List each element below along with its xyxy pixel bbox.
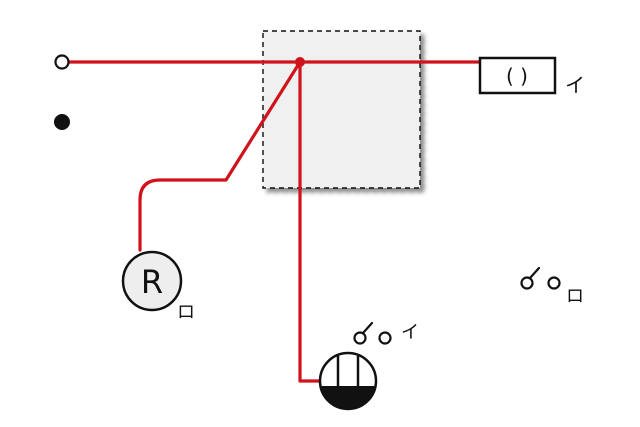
switch-i-contact-left xyxy=(353,331,367,345)
switch-i-lever xyxy=(361,321,374,335)
outlet-box-frame xyxy=(478,56,557,95)
wire-junction-to-lamp xyxy=(298,60,322,383)
lamp-holder-outline xyxy=(318,351,378,411)
outlet-symbol: ( ) xyxy=(506,64,528,88)
switch-i-label: イ xyxy=(401,322,419,343)
receptacle-letter: R xyxy=(141,263,163,301)
switch-ro-contact-right xyxy=(547,276,561,290)
supply-open-terminal-icon xyxy=(54,54,70,70)
junction-box xyxy=(262,30,421,189)
receptacle-symbol: R xyxy=(121,250,183,312)
wire-junction-to-receptacle xyxy=(138,60,302,252)
receptacle-label: ロ xyxy=(177,302,195,323)
switch-ro-lever xyxy=(528,266,541,280)
outlet-box: ( ) xyxy=(478,56,557,95)
lamp-holder-icon xyxy=(318,351,378,411)
switch-i-contact-icon xyxy=(353,321,392,345)
switch-i-contact-right xyxy=(378,331,392,345)
junction-connection-dot xyxy=(295,57,305,67)
supply-closed-terminal-icon xyxy=(54,114,70,130)
switch-ro-label: ロ xyxy=(566,286,584,307)
wires xyxy=(67,60,482,383)
switch-ro-contact-icon xyxy=(520,266,561,290)
lamp-holder-base xyxy=(320,386,376,409)
outlet-label: イ xyxy=(565,73,585,97)
receptacle-circle xyxy=(121,250,183,312)
switch-ro-contact-left xyxy=(520,276,534,290)
